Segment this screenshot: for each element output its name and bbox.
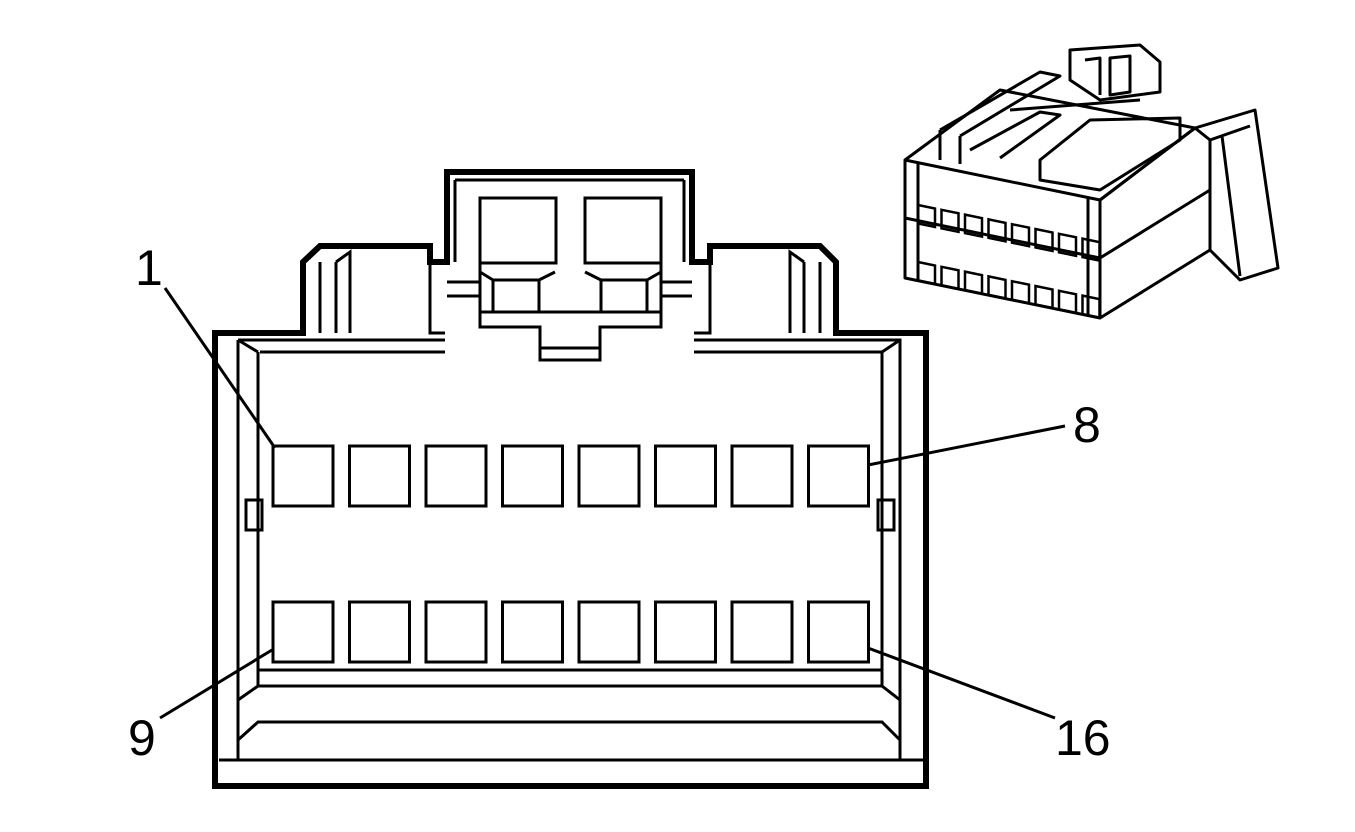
iso-pin-top-8: [1081, 237, 1101, 263]
pin-cavity-15: [730, 600, 794, 664]
iso-row-divider: [904, 188, 1211, 260]
latch-tab-left: [491, 278, 541, 314]
iso-pin-top-5: [1010, 222, 1031, 248]
connector-inner-wall: [256, 350, 884, 672]
connector-outer-outline: [212, 169, 929, 789]
pin-cavity-6: [654, 444, 717, 508]
leader-line-pin-16: [867, 646, 1056, 720]
iso-pin-top-4: [987, 217, 1007, 243]
iso-pin-bottom-2: [940, 265, 960, 291]
iso-pin-bottom-4: [987, 274, 1007, 300]
pin-cavity-10: [348, 600, 411, 664]
iso-latch-tower: [1068, 43, 1162, 102]
latch-window-left: [478, 196, 558, 265]
connector-lower-lip: [236, 670, 902, 742]
pin-label-9: 9: [128, 710, 156, 766]
iso-pin-bottom-8: [1081, 294, 1101, 320]
pin-cavity-4: [501, 444, 564, 508]
iso-top-rails: [938, 70, 1182, 192]
pin-cavity-1: [271, 444, 335, 508]
connector-inner-frame: [219, 338, 923, 762]
iso-pin-cavities: [916, 203, 1101, 320]
latch-tower-inner: [453, 178, 686, 262]
pin-cavity-11: [424, 600, 488, 664]
pin-label-1: 1: [135, 240, 163, 296]
iso-pin-top-6: [1034, 227, 1054, 253]
iso-pin-bottom-3: [963, 270, 984, 296]
iso-rear-flange: [1194, 108, 1280, 282]
pin-cavity-8: [807, 444, 870, 508]
pin-cavity-2: [348, 444, 411, 508]
right-shoulder: [694, 249, 822, 335]
leader-lines: [159, 287, 1066, 720]
iso-pin-bottom-1: [916, 260, 937, 286]
pin-label-8: 8: [1073, 397, 1101, 453]
left-shoulder: [318, 249, 445, 335]
pin-cavity-14: [654, 600, 717, 664]
iso-pin-top-2: [940, 208, 960, 234]
iso-pin-bottom-7: [1057, 289, 1078, 315]
leader-line-pin-8: [867, 424, 1066, 467]
pin-cavity-12: [501, 600, 564, 664]
leader-line-pin-1: [163, 287, 277, 449]
latch-window-right: [583, 196, 663, 265]
iso-pin-bottom-5: [1010, 279, 1031, 305]
iso-pin-top-3: [963, 213, 984, 239]
pin-cavity-16: [807, 600, 870, 664]
pin-cavity-9: [271, 600, 335, 664]
iso-pin-bottom-6: [1034, 284, 1054, 310]
pin-cavity-7: [730, 444, 794, 508]
connector-face: [212, 169, 929, 789]
latch-tab-right: [599, 278, 649, 314]
iso-pin-top-7: [1057, 232, 1078, 258]
pin-cavity-5: [577, 444, 641, 508]
connector-corner-bevels: [237, 338, 901, 354]
pin-row-bottom: [271, 600, 870, 664]
pin-row-top: [271, 444, 870, 508]
latch-body: [478, 263, 663, 362]
latch-tab-connectors: [479, 270, 662, 282]
left-side-key: [244, 498, 264, 532]
iso-pin-top-1: [916, 203, 937, 229]
right-side-key: [876, 498, 896, 532]
pin-label-16: 16: [1055, 710, 1111, 766]
leader-line-pin-9: [159, 648, 273, 720]
latch-arms: [447, 280, 692, 314]
pin-cavity-13: [577, 600, 641, 664]
pin-cavity-3: [424, 444, 488, 508]
connector-isometric-view: [903, 43, 1280, 320]
